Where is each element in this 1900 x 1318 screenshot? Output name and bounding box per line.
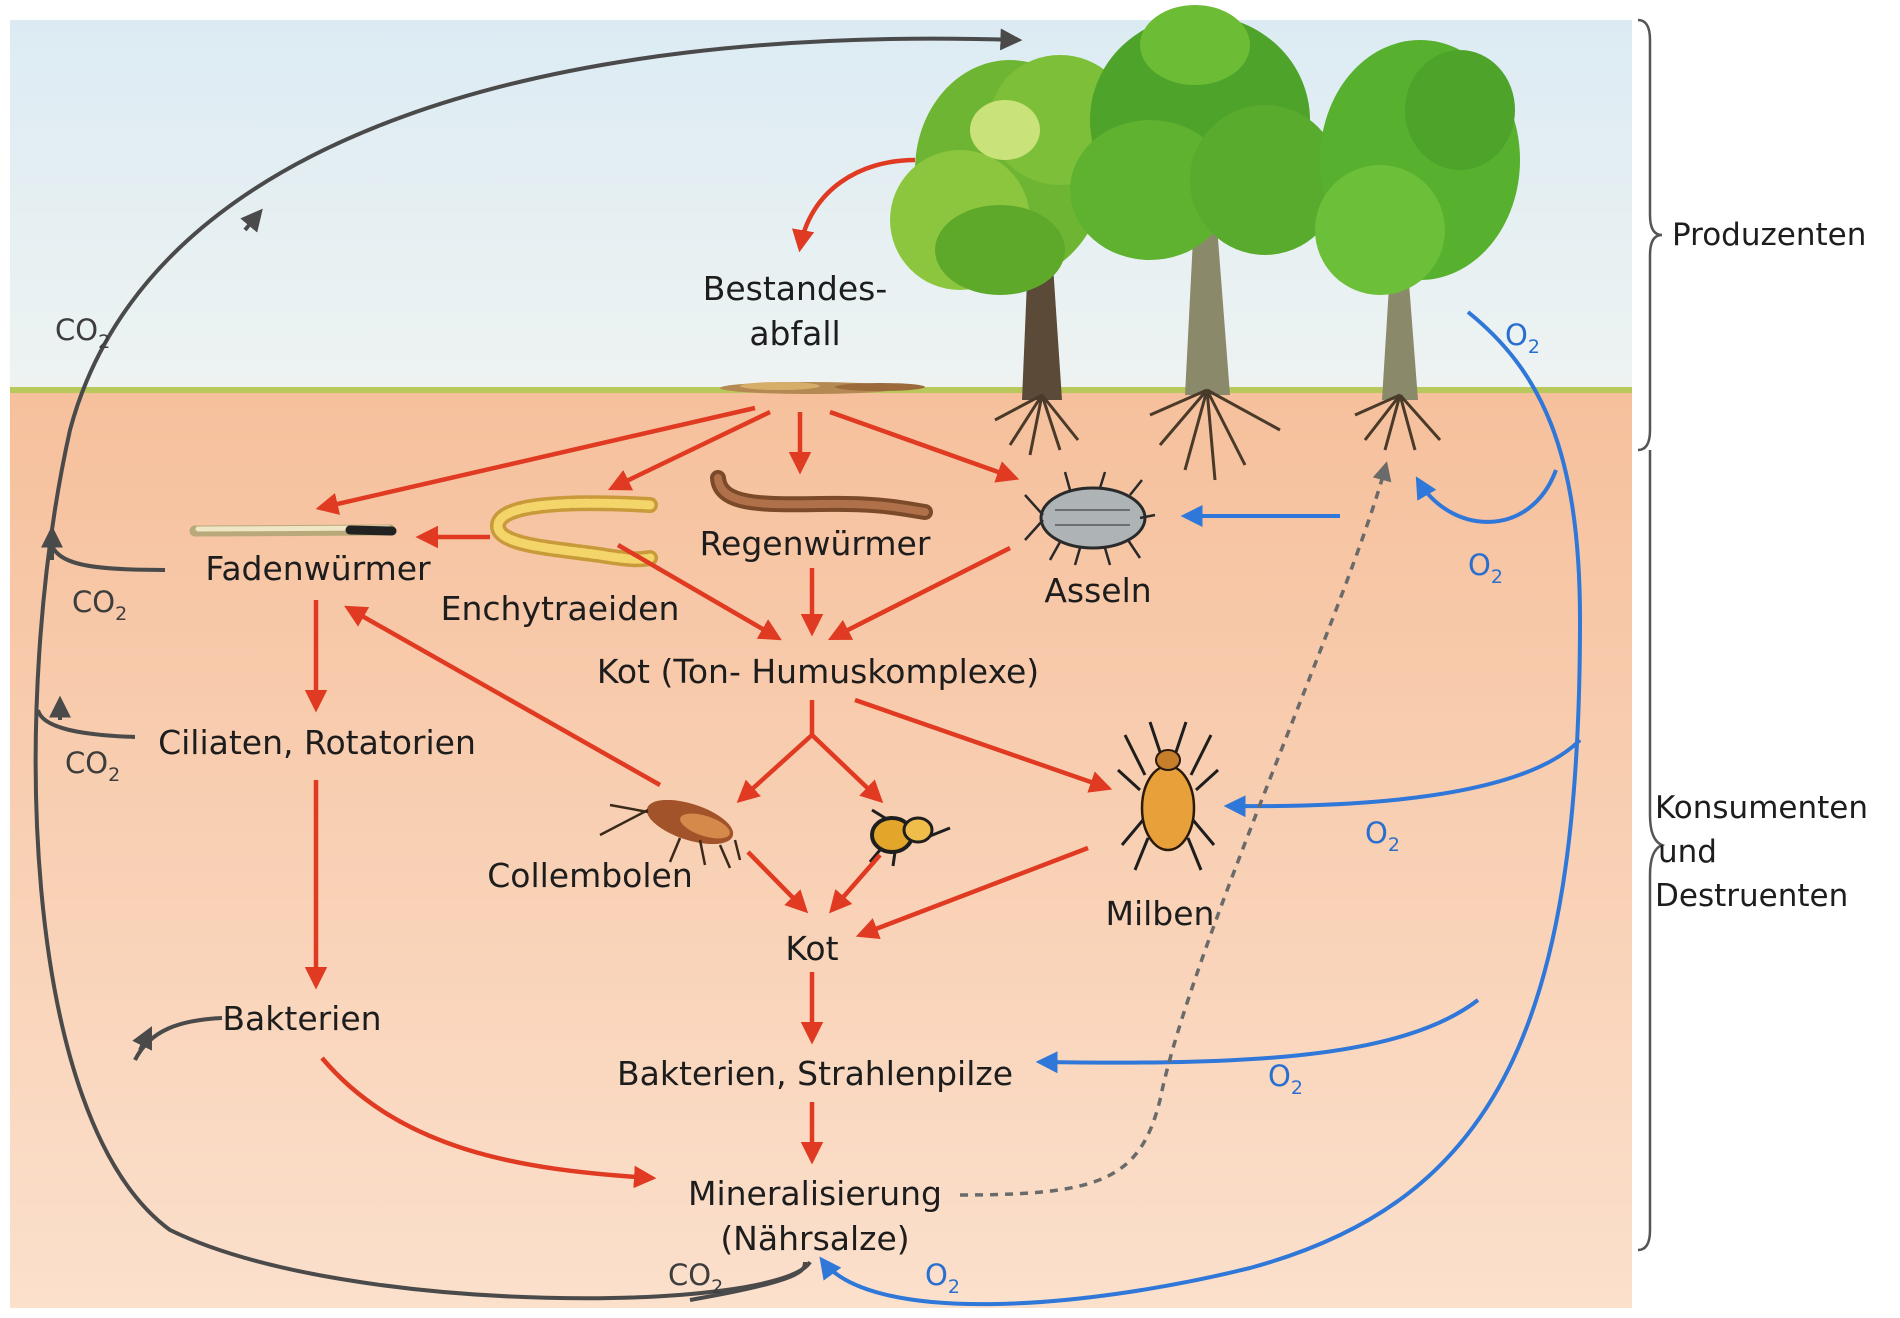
label-milben: Milben xyxy=(1106,894,1215,933)
nematode-illustration xyxy=(195,528,392,531)
label-produzenten: Produzenten xyxy=(1672,217,1866,253)
label-bestandesabfall-2: abfall xyxy=(749,314,840,353)
label-asseln: Asseln xyxy=(1044,571,1151,610)
label-destruenten: Destruenten xyxy=(1655,878,1848,914)
label-konsumenten: Konsumenten xyxy=(1655,790,1868,826)
label-bestandesabfall-1: Bestandes- xyxy=(703,269,888,308)
label-kot: Kot xyxy=(785,929,838,968)
label-enchytraeiden: Enchytraeiden xyxy=(441,589,680,628)
label-regenwuermer: Regenwürmer xyxy=(700,524,931,563)
label-ciliaten: Ciliaten, Rotatorien xyxy=(158,723,476,762)
label-mineralisierung: Mineralisierung xyxy=(688,1174,942,1213)
label-naehrsalze: (Nährsalze) xyxy=(720,1219,909,1258)
label-fadenwuermer: Fadenwürmer xyxy=(205,549,431,588)
label-kot-ton-humus: Kot (Ton- Humuskomplexe) xyxy=(597,652,1039,691)
label-bakterien-strahlenpilze: Bakterien, Strahlenpilze xyxy=(617,1054,1013,1093)
label-und: und xyxy=(1658,834,1717,870)
label-bakterien: Bakterien xyxy=(222,999,381,1038)
label-collembolen: Collembolen xyxy=(487,856,693,895)
category-labels: Produzenten Konsumenten und Destruenten xyxy=(1655,217,1868,914)
side-bracket xyxy=(1638,20,1662,1250)
